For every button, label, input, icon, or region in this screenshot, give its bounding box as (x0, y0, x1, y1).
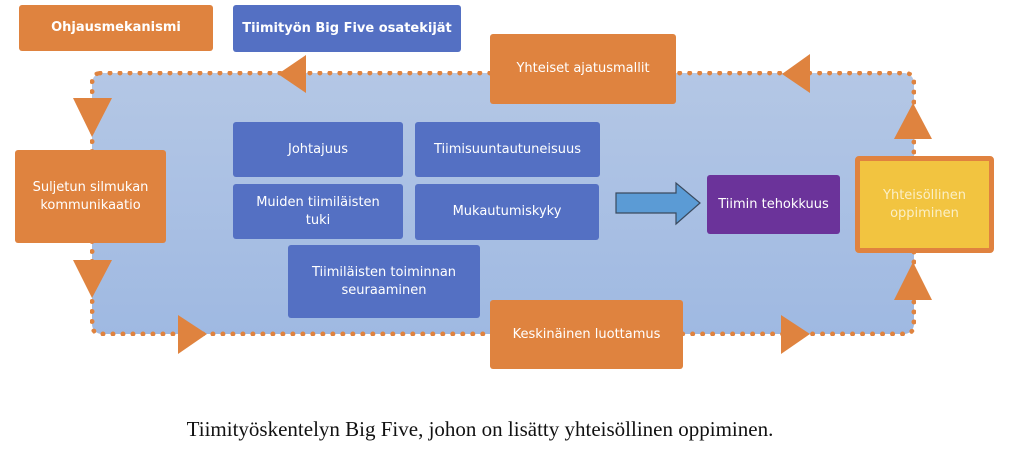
arrow-down-icon (73, 98, 112, 137)
arrow-up-icon (894, 103, 932, 139)
component-team-orientation: Tiimisuuntautuneisuus (415, 122, 600, 177)
component-backup-behavior: Muiden tiimiläisten tuki (233, 184, 403, 239)
mechanism-mutual-trust: Keskinäinen luottamus (490, 300, 683, 369)
component-leadership: Johtajuus (233, 122, 403, 177)
figure-caption: Tiimityöskentelyn Big Five, johon on lis… (186, 417, 774, 441)
arrow-down-icon (73, 260, 112, 298)
arrow-up-icon (894, 262, 932, 300)
legend-big-five-components: Tiimityön Big Five osatekijät (233, 5, 461, 52)
legend-control-mechanism: Ohjausmekanismi (19, 5, 213, 51)
mechanism-shared-mental-models: Yhteiset ajatusmallit (490, 34, 676, 104)
outcome-team-effectiveness: Tiimin tehokkuus (707, 175, 840, 234)
block-arrow-right-icon (615, 181, 701, 226)
outcome-collaborative-learning: Yhteisöllinen oppiminen (855, 156, 994, 253)
arrow-left-icon (278, 55, 306, 93)
mechanism-closed-loop-communication: Suljetun silmukan kommunikaatio (15, 150, 166, 243)
component-performance-monitoring: Tiimiläisten toiminnan seuraaminen (288, 245, 480, 318)
component-adaptability: Mukautumiskyky (415, 184, 599, 240)
arrow-right-icon (178, 315, 207, 354)
arrow-left-icon (782, 54, 810, 93)
arrow-right-icon (781, 315, 810, 354)
